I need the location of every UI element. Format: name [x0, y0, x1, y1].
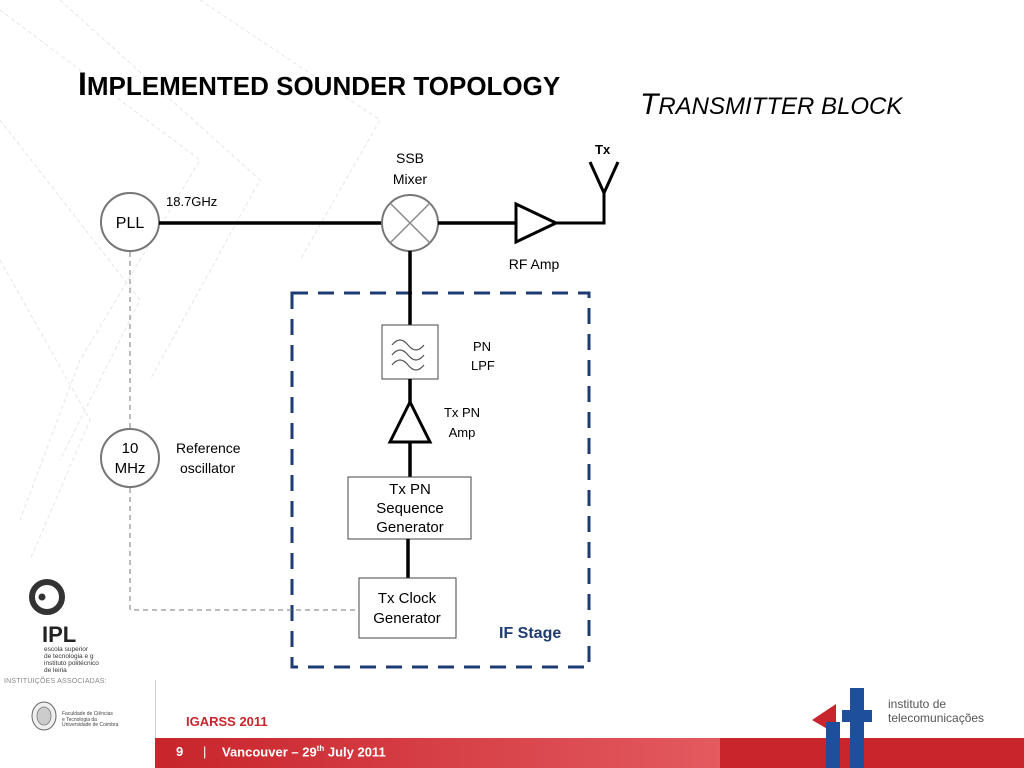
conference-name: IGARSS 2011 — [186, 714, 268, 729]
amp-antenna-line — [556, 193, 606, 225]
footer-separator: | — [203, 744, 207, 759]
rf-amp-label: RF Amp — [509, 256, 560, 272]
ipl-logo-icon — [29, 579, 65, 615]
slide-subtitle: TRANSMITTER BLOCK — [640, 88, 903, 121]
page-number: 9 — [176, 744, 184, 759]
ref-label-1: Reference — [176, 440, 241, 456]
osc-label-1: 10 — [122, 440, 139, 457]
pll-label: PLL — [116, 215, 145, 232]
mixer-label-2: Mixer — [393, 171, 428, 187]
clock-generator-box — [358, 577, 457, 639]
seqgen-label-3: Generator — [376, 519, 444, 536]
if-stage-label: IF Stage — [499, 625, 561, 642]
sequence-generator-box — [347, 476, 472, 540]
mixer-label-1: SSB — [396, 150, 424, 166]
ref-label-2: oscillator — [180, 460, 236, 476]
lpf-label-1: PN — [473, 339, 491, 354]
coimbra-seal-icon — [31, 701, 57, 731]
pll-frequency: 18.7GHz — [166, 194, 217, 209]
mixer-cross-b — [389, 202, 431, 244]
pn-lpf-box — [381, 324, 439, 380]
footer-bar-gradient — [160, 738, 720, 768]
if-stage-box — [290, 291, 591, 669]
footer-location-date: Vancouver – 29th July 2011 — [222, 744, 386, 760]
fctuc-logo-text: Faculdade de Ciências e Tecnologia da Un… — [62, 711, 119, 728]
ipl-logo-subtext: escola superior de tecnologia e g instit… — [44, 646, 99, 674]
antenna-label: Tx — [595, 142, 611, 157]
osc-clock-dashed-line — [129, 488, 358, 611]
tx-pn-amp-triangle — [387, 398, 433, 444]
tx-pn-amp-label-2: Amp — [449, 425, 476, 440]
clock-label-1: Tx Clock — [378, 590, 437, 607]
oscillator-circle — [100, 428, 160, 488]
tx-pn-amp-label-1: Tx PN — [444, 405, 480, 420]
seqgen-label-2: Sequence — [376, 500, 444, 517]
ipl-logo-text: IPL — [42, 622, 77, 647]
it-logo-text: instituto de telecomunicações — [888, 697, 985, 725]
it-logo-icon — [812, 688, 872, 768]
associated-institutions-label: INSTITUIÇÕES ASSOCIADAS: — [4, 678, 107, 685]
slide-title: IMPLEMENTED SOUNDER TOPOLOGY — [78, 66, 561, 102]
seqgen-label-1: Tx PN — [389, 481, 431, 498]
rf-amp-triangle — [514, 201, 560, 245]
lpf-wave-icon — [391, 339, 425, 371]
antenna-icon — [588, 161, 620, 197]
clock-label-2: Generator — [373, 610, 441, 627]
lpf-label-2: LPF — [471, 358, 495, 373]
osc-label-2: MHz — [115, 460, 146, 477]
footer-divider — [155, 680, 156, 738]
